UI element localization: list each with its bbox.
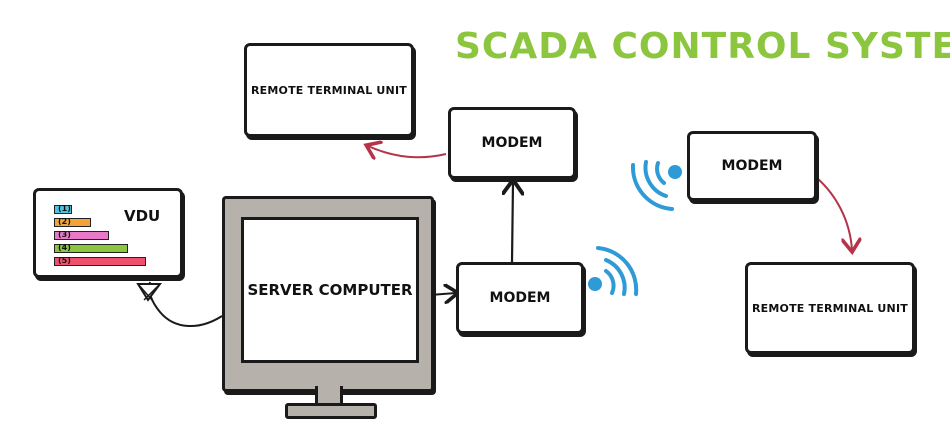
antenna-icon	[136, 283, 162, 302]
vdu-bar-2: (2)	[54, 218, 91, 227]
server-computer-monitor: SERVER COMPUTER	[222, 196, 434, 392]
modem-center: MODEM	[456, 262, 584, 334]
monitor-stand-base	[285, 403, 377, 419]
remote-terminal-unit-top: REMOTE TERMINAL UNIT	[244, 43, 414, 137]
arrow-modem-to-rtu-top	[368, 146, 447, 157]
vdu-cable	[148, 281, 223, 328]
rtu-top-label: REMOTE TERMINAL UNIT	[251, 83, 407, 97]
modem-right: MODEM	[687, 131, 817, 201]
modem-center-label: MODEM	[489, 290, 551, 306]
diagram-title: SCADA CONTROL SYSTEM	[455, 26, 950, 67]
arrow-modem-to-modem-top	[512, 182, 513, 263]
vdu-label: VDU	[124, 207, 161, 225]
arrow-server-to-modem	[429, 293, 456, 295]
arrow-modem-to-rtu-bottom	[816, 177, 852, 250]
modem-right-label: MODEM	[721, 158, 783, 174]
wireless-signal-icon	[630, 160, 682, 211]
remote-terminal-unit-bottom: REMOTE TERMINAL UNIT	[745, 262, 915, 354]
vdu-bar-4: (4)	[54, 244, 128, 253]
wireless-signal-icon	[588, 246, 639, 296]
vdu-bar-3: (3)	[54, 231, 109, 240]
modem-top: MODEM	[448, 107, 576, 179]
vdu-bar-5: (5)	[54, 257, 146, 266]
modem-top-label: MODEM	[481, 135, 543, 151]
server-screen: SERVER COMPUTER	[241, 217, 419, 363]
rtu-bottom-label: REMOTE TERMINAL UNIT	[752, 301, 908, 315]
vdu-display: VDU (1) (2) (3) (4) (5)	[33, 188, 183, 278]
vdu-bar-1: (1)	[54, 205, 72, 214]
server-label: SERVER COMPUTER	[247, 281, 413, 299]
